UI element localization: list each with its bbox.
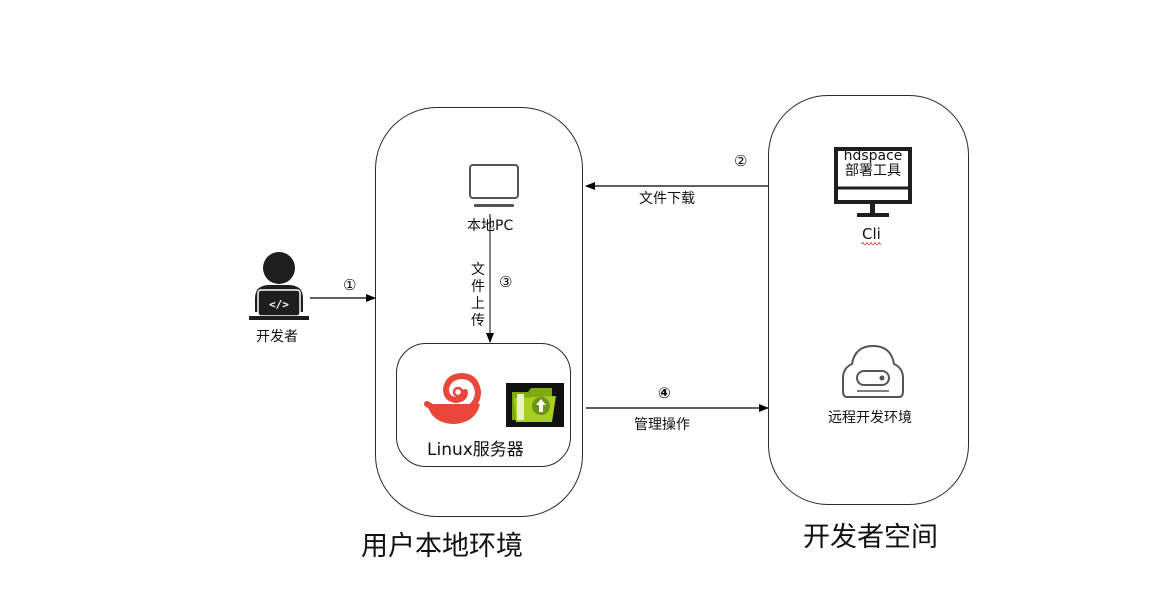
edge-3-label-char: 件 [471,279,485,295]
edge-3-label: 文 件 上 传 [470,262,486,330]
developer-space-title: 开发者空间 [803,522,938,553]
linux-server-container [396,343,571,467]
edge-3-label-char: 文 [471,262,485,278]
cli-screen-line-2: 部署工具 [845,163,901,179]
desktop-monitor-icon [834,147,912,217]
cli-screen-text: hdspace 部署工具 [838,149,908,179]
edge-1-step: ① [343,276,357,294]
green-folder-upload-icon [506,383,564,427]
spellcheck-underline [861,242,882,245]
edge-3-step: ③ [499,273,513,291]
developer-space-container [768,95,969,505]
cli-label: Cli [862,225,881,243]
edge-4-step: ④ [658,384,671,402]
local-environment-title: 用户本地环境 [361,531,523,562]
local-pc-label: 本地PC [467,218,514,234]
linux-server-label: Linux服务器 [427,440,524,460]
edge-3-label-char: 传 [471,313,485,329]
developer-label: 开发者 [256,329,298,345]
edge-4-label: 管理操作 [634,417,690,433]
cli-screen-line-1: hdspace [843,148,903,164]
edge-3-label-char: 上 [471,296,485,312]
edge-2-label: 文件下载 [639,191,695,207]
local-environment-container [375,107,583,517]
snail-logo-icon [424,372,482,424]
developer-laptop-icon: </> [249,252,309,320]
edge-2-step: ② [734,152,748,170]
monitor-icon [469,164,519,207]
cloud-server-icon [842,344,904,398]
remote-env-label: 远程开发环境 [828,410,912,426]
svg-text:</>: </> [269,298,289,311]
